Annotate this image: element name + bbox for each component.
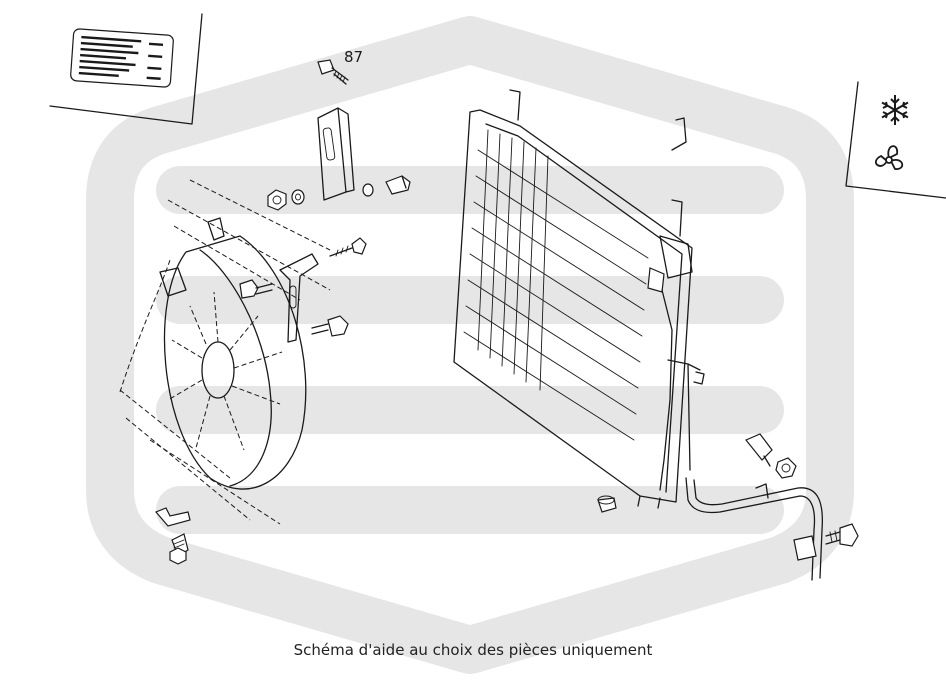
callout-87: 87 [344,48,364,66]
diagram-caption: Schéma d'aide au choix des pièces unique… [293,641,653,659]
mount-bracket-upper [317,107,355,201]
fasteners [267,175,411,257]
grommet [597,495,617,513]
ac-pipe [685,477,859,581]
snowflake-icon [881,95,909,125]
category-panel [845,81,946,199]
condenser-radiator [453,89,705,509]
info-label-icon [49,13,203,125]
watermark-logo [86,16,854,674]
retaining-clip [154,507,191,565]
bolt-87 [317,59,349,85]
fan-shroud [119,179,331,525]
pressure-sensor [745,433,797,479]
fan-bracket [239,253,349,343]
fan-icon [875,145,904,170]
